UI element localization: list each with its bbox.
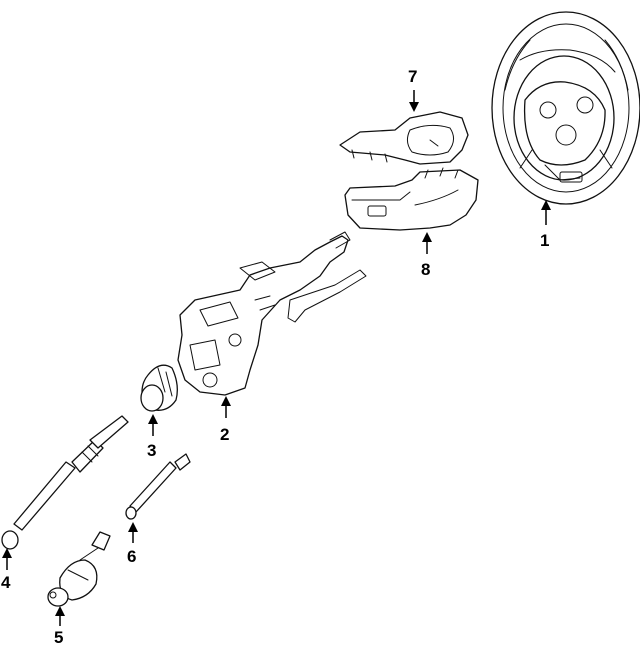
callout-label-2: 2 — [220, 425, 229, 444]
arrowhead-1 — [541, 200, 551, 210]
callout-label-4: 4 — [1, 573, 11, 592]
callout-label-1: 1 — [540, 231, 549, 250]
callout-label-3: 3 — [147, 441, 156, 460]
upper-column-cover-part — [339, 111, 469, 165]
callout-1: 1 — [540, 200, 551, 250]
arrowhead-2 — [221, 396, 231, 406]
callout-4: 4 — [1, 548, 12, 592]
arrowhead-5 — [55, 606, 65, 616]
arrowhead-7 — [409, 102, 419, 112]
callout-label-7: 7 — [408, 67, 417, 86]
intermediate-shaft-part — [1, 415, 129, 550]
arrowhead-4 — [2, 548, 12, 558]
steering-wheel-part — [491, 11, 640, 205]
callout-7: 7 — [408, 67, 419, 112]
universal-joint-part — [47, 531, 111, 607]
callout-3: 3 — [147, 414, 158, 460]
arrowhead-6 — [128, 522, 138, 532]
steering-column-assembly-part — [177, 231, 367, 396]
callout-label-6: 6 — [127, 547, 136, 566]
column-boot-part — [140, 364, 178, 412]
callout-label-5: 5 — [54, 628, 63, 645]
steering-shaft-part — [125, 453, 191, 520]
callout-2: 2 — [220, 396, 231, 444]
arrowhead-3 — [148, 414, 158, 424]
callout-5: 5 — [54, 606, 65, 645]
arrowhead-8 — [422, 232, 432, 242]
callout-label-8: 8 — [421, 260, 430, 279]
callout-8: 8 — [421, 232, 432, 279]
callout-6: 6 — [127, 522, 138, 566]
lower-column-cover-part — [344, 167, 479, 231]
